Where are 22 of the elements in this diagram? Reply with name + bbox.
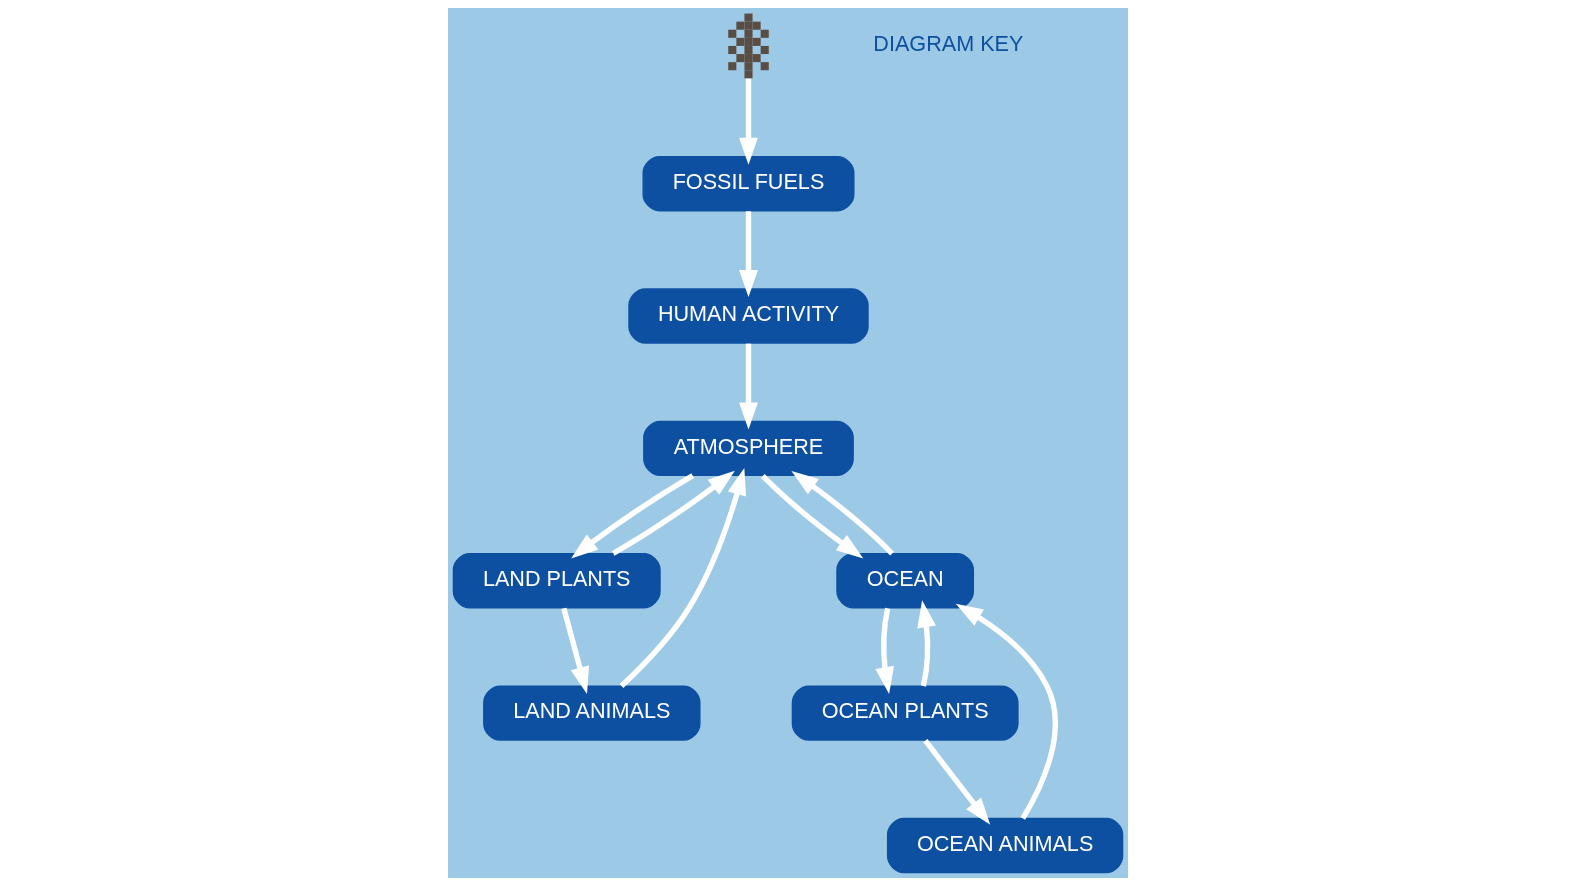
node-box: HUMAN ACTIVITY <box>628 288 869 344</box>
arrow <box>571 473 695 559</box>
arrow <box>619 467 747 688</box>
arrow <box>923 739 991 825</box>
node-box: LAND ANIMALS <box>483 685 701 741</box>
arrow <box>955 603 1058 820</box>
node-box: OCEAN PLANTS <box>791 685 1019 741</box>
arrow <box>739 343 758 430</box>
node-box: ATMOSPHERE <box>643 420 854 477</box>
arrow <box>739 78 758 165</box>
node-box: OCEAN <box>836 553 975 609</box>
node-box: FOSSIL FUELS <box>642 156 855 212</box>
arrow <box>760 474 864 559</box>
arrow <box>791 470 895 556</box>
label: DIAGRAM KEY <box>873 31 1024 57</box>
node-box: OCEAN ANIMALS <box>886 817 1124 874</box>
arrow <box>917 600 936 687</box>
arrow <box>875 607 895 695</box>
arrow <box>561 607 590 694</box>
node-box: LAND PLANTS <box>452 553 661 609</box>
arrow <box>611 470 735 556</box>
arrow <box>739 211 758 298</box>
